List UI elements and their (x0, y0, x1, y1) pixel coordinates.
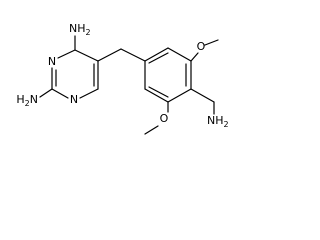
bond-b4-b5 (167, 88, 192, 103)
substituents (144, 39, 219, 135)
bond-b1-b2-double (148, 52, 169, 64)
ring-n-lower-label: N (70, 93, 78, 106)
bond-c5-ch2 (97, 48, 122, 62)
amino-top-label: NH2 (69, 22, 91, 37)
bond-o-lower-ch3 (144, 125, 159, 135)
bond-b5-b6 (144, 88, 169, 103)
bond-ch2-aryl (120, 48, 146, 62)
methoxy-lower-o-label: O (160, 112, 169, 125)
bond-b4-ch2 (190, 88, 215, 103)
bond-o-upper-ch3 (204, 39, 219, 46)
bond-b2-b3 (167, 47, 192, 62)
bond-b1-b2 (144, 47, 169, 62)
methoxy-upper-o-label: O (197, 40, 206, 53)
bond-c6-n1 (79, 88, 99, 99)
ring-n-upper-label: N (48, 55, 56, 68)
benzene-ring (144, 47, 192, 103)
bond-c2-nh2 (39, 88, 53, 98)
bond-n3-c4 (57, 49, 76, 59)
pyrimidine-ring (39, 35, 99, 99)
bond-n1-c2 (51, 88, 69, 99)
bond-b3-o-upper (190, 52, 199, 62)
bond-c4-c5 (74, 49, 99, 62)
methylene-linker (97, 48, 146, 62)
bond-b5-b6-double (148, 86, 169, 98)
amino-left-label: H2N (16, 93, 38, 108)
chemical-structure: NH2 N N H2N O O NH2 (16, 22, 229, 135)
aminomethyl-n-label: NH2 (207, 114, 229, 129)
